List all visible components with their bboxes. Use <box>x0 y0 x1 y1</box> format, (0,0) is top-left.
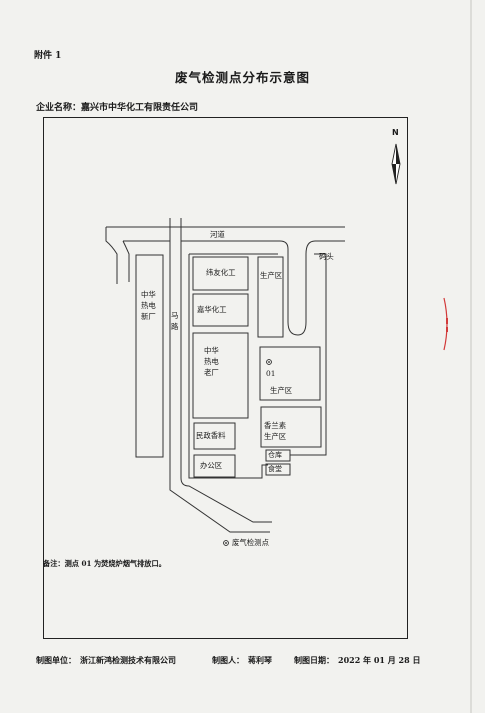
zhonghua-old-label-3: 老厂 <box>204 368 219 377</box>
zhonghua-new-label-3: 新厂 <box>141 312 156 321</box>
jiahua-building <box>192 293 249 327</box>
legend-point-icon <box>223 540 229 546</box>
warehouse-label: 仓库 <box>268 451 282 459</box>
seal-edge-mark <box>443 297 448 351</box>
weiyou-label: 纬友化工 <box>206 268 236 277</box>
point-id-label: 01 <box>266 369 276 378</box>
page-title: 废气检测点分布示意图 <box>174 70 310 85</box>
binding-edge <box>470 0 472 713</box>
road-label-2: 路 <box>171 322 179 331</box>
north-label: N <box>392 128 399 137</box>
production-mid-label: 生产区 <box>270 386 293 395</box>
company-name: 嘉兴市中华化工有限责任公司 <box>81 103 199 113</box>
production-mid-building <box>259 346 321 401</box>
production-top-label: 生产区 <box>260 271 283 280</box>
zhonghua-old-building <box>192 332 249 419</box>
site-boundary <box>188 253 327 479</box>
river-lines <box>105 226 345 336</box>
weiyou-building <box>192 256 249 291</box>
dock-label: 码头 <box>319 252 334 261</box>
company-label: 企业名称： <box>36 103 82 113</box>
xianglan-building <box>260 406 322 448</box>
minzheng-building <box>193 422 236 450</box>
footer-maker: 制图人： 蒋利琴 <box>212 655 272 665</box>
river-label: 河道 <box>210 230 225 239</box>
zhonghua-old-label-2: 热电 <box>204 357 219 366</box>
monitoring-point-icon <box>266 359 272 365</box>
warehouse-building <box>265 449 291 462</box>
road-lines <box>169 218 272 533</box>
xianglan-label-1: 香兰素 <box>264 421 287 430</box>
minzheng-label: 民政香料 <box>196 431 226 440</box>
company-line: 企业名称：嘉兴市中华化工有限责任公司 <box>36 100 198 113</box>
north-arrow-icon <box>391 143 401 185</box>
road-label-1: 马 <box>171 311 179 320</box>
zhonghua-new-label-2: 热电 <box>141 301 156 310</box>
map-frame <box>43 117 408 639</box>
canteen-label: 食堂 <box>268 465 282 473</box>
legend-label: 废气检测点 <box>232 538 269 547</box>
zhonghua-old-label-1: 中华 <box>204 346 219 355</box>
production-top-building <box>257 256 284 338</box>
annex-label: 附件 1 <box>34 51 62 61</box>
canteen-building <box>265 463 291 476</box>
zhonghua-new-label-1: 中华 <box>141 290 156 299</box>
office-label: 办公区 <box>200 461 223 470</box>
footer-date: 制图日期： 2022 年 01 月 28 日 <box>294 655 421 665</box>
xianglan-label-2: 生产区 <box>264 432 287 441</box>
note-text: 备注：测点 01 为焚烧炉烟气排放口。 <box>43 559 166 568</box>
zhonghua-new-plant <box>135 254 164 458</box>
footer-unit: 制图单位： 浙江新鸿检测技术有限公司 <box>36 655 176 665</box>
jiahua-label: 嘉华化工 <box>197 305 227 314</box>
office-building <box>193 454 236 478</box>
